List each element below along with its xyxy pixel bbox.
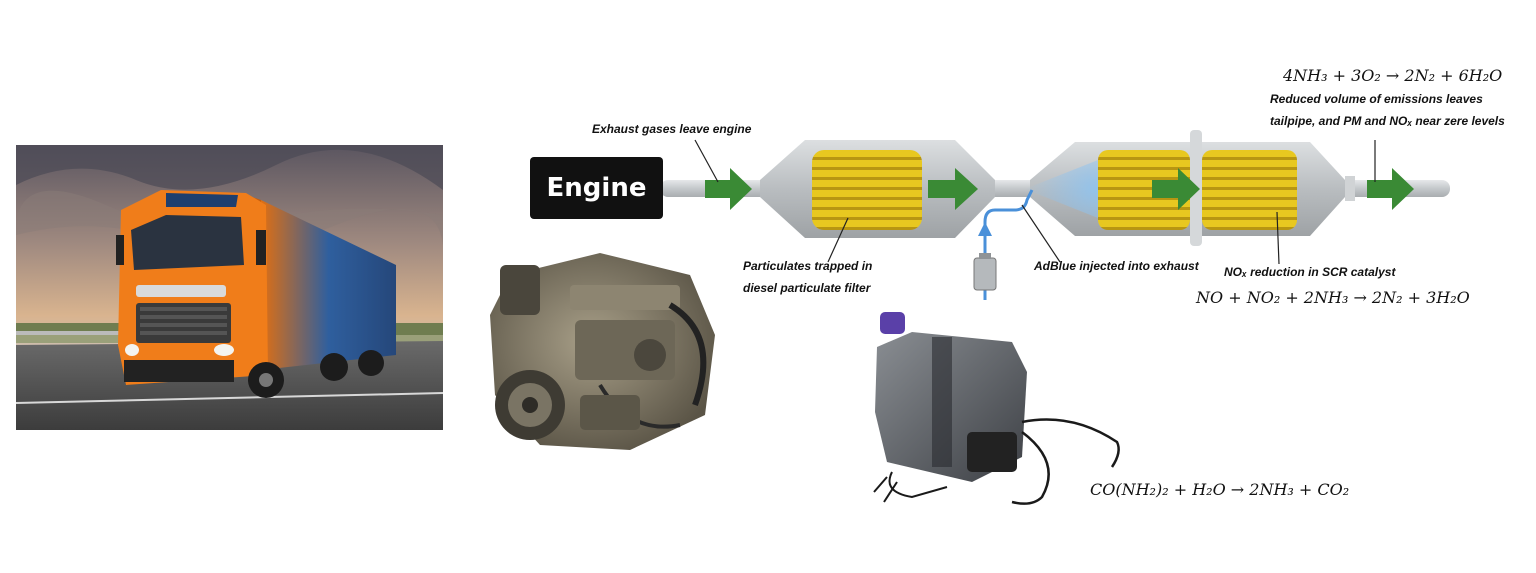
leader-lines — [694, 139, 1376, 265]
dpf-filter-core — [812, 150, 922, 230]
particulates-label-line1: Particulates trapped in — [743, 259, 873, 273]
scr-reaction-formula: NO + NO₂ + 2NH₃ → 2N₂ + 3H₂O — [1196, 288, 1470, 307]
scr-catalyst-1 — [1098, 150, 1190, 230]
reduced-emissions-label-line2: tailpipe, and PM and NOₓ near zere level… — [1270, 114, 1505, 128]
truck-photo — [16, 145, 443, 430]
urea-hydrolysis-formula: CO(NH₂)₂ + H₂O → 2NH₃ + CO₂ — [1090, 480, 1350, 499]
adblue-spray — [1025, 160, 1098, 218]
engine-label: Engine — [546, 173, 647, 203]
scr-catalyst-2 — [1202, 150, 1297, 230]
adblue-label: AdBlue injected into exhaust — [1034, 259, 1199, 273]
reduced-emissions-label-line1: Reduced volume of emissions leaves — [1270, 92, 1483, 106]
adblue-injector-line — [973, 189, 1034, 300]
flow-arrow-2 — [928, 168, 978, 210]
dpf-housing — [760, 140, 995, 238]
adblue-tank-photo — [873, 312, 1120, 505]
flow-arrow-3 — [1152, 168, 1200, 210]
engine-box: Engine — [530, 157, 663, 219]
flow-arrow-1 — [705, 168, 752, 210]
flow-arrow-4 — [1367, 168, 1414, 210]
nox-reduction-label: NOₓ reduction in SCR catalyst — [1224, 265, 1396, 279]
exhaust-leave-label: Exhaust gases leave engine — [592, 122, 752, 136]
particulates-label-line2: diesel particulate filter — [743, 281, 871, 295]
engine-photo — [490, 253, 715, 450]
ammonia-oxidation-formula: 4NH₃ + 3O₂ → 2N₂ + 6H₂O — [1283, 66, 1503, 85]
